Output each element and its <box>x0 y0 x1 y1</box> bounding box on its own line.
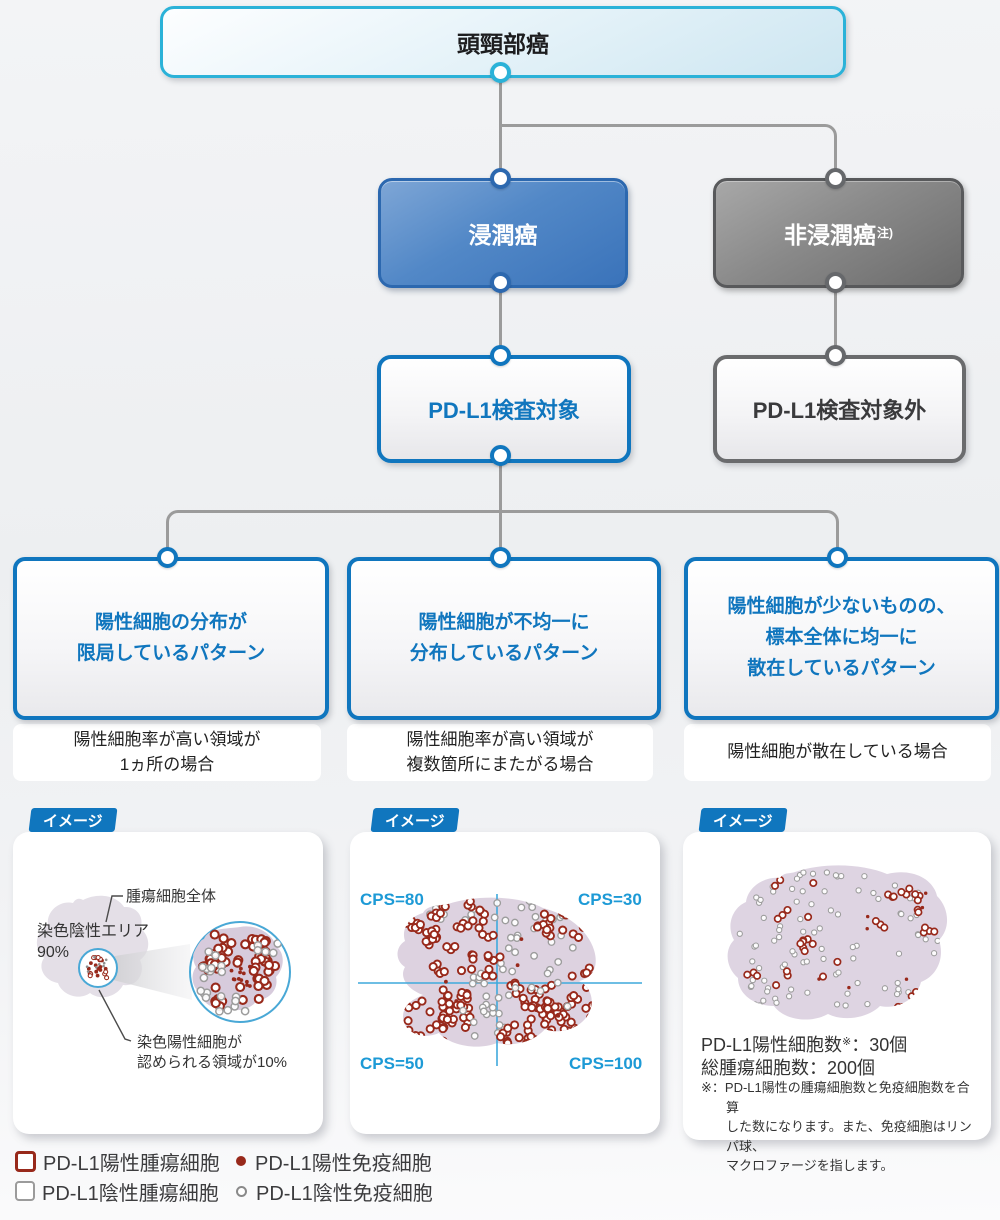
connector-elbow <box>500 124 837 181</box>
caption-line: 複数箇所にまたがる場合 <box>406 754 594 774</box>
pattern-box-localized: 陽性細胞の分布が 限局しているパターン <box>13 557 329 720</box>
root-box-label: 頭頸部癌 <box>457 31 549 57</box>
caption-localized: 陽性細胞率が高い領域が 1ヵ所の場合 <box>13 724 321 781</box>
pattern-title-line: 陽性細胞の分布が <box>94 611 247 633</box>
negative-immune-cell-icon <box>236 1185 247 1197</box>
connector-node <box>824 271 846 293</box>
connector-node <box>489 167 511 189</box>
negative-area-label: 染色陰性エリア 90% <box>37 923 150 961</box>
legend-row: PD-L1陽性腫瘍細胞 PD-L1陽性免疫細胞 <box>15 1146 433 1176</box>
legend-item-positive-immune: PD-L1陽性免疫細胞 <box>233 1147 432 1176</box>
caption-line: 1ヵ所の場合 <box>119 754 215 774</box>
image-card-scattered: PD-L1陽性細胞数※：30個 総腫瘍細胞数：200個 ※：PD-L1陽性の腫瘍… <box>683 832 991 1173</box>
noninvasive-cancer-box: 非浸潤癌注) <box>713 178 964 288</box>
total-count-line: 総腫瘍細胞数：200個 <box>701 1058 876 1078</box>
caption-line: 陽性細胞率が高い領域が <box>406 729 594 749</box>
connector-node <box>826 546 848 568</box>
connector-elbow <box>500 510 839 560</box>
target-label: PD-L1検査対象 <box>428 398 580 423</box>
connector-line <box>498 282 502 355</box>
positive-tumor-cell-icon <box>15 1150 36 1172</box>
tumor-all-label: 腫瘍細胞全体 <box>126 888 217 905</box>
cps-bottom-left: CPS=50 <box>360 1054 424 1073</box>
positive-count-line: PD-L1陽性細胞数※：30個 <box>701 1035 908 1055</box>
cps-top-left: CPS=80 <box>360 890 424 909</box>
pattern-title-line: 限局しているパターン <box>76 642 266 664</box>
connector-node <box>824 344 846 366</box>
image-badge: イメージ <box>370 808 460 832</box>
image-card-heterogeneous: CPS=80 CPS=30 CPS=50 CPS=100 <box>350 832 660 1134</box>
connector-node <box>489 271 511 293</box>
legend-label: PD-L1陰性免疫細胞 <box>256 1182 433 1205</box>
legend-label: PD-L1陰性腫瘍細胞 <box>42 1182 219 1205</box>
pattern-title-line: 陽性細胞が不均一に <box>418 611 590 633</box>
pattern-title-line: 散在しているパターン <box>747 657 936 679</box>
connector-node <box>489 61 511 83</box>
pattern-title-line: 標本全体に均一に <box>765 627 918 649</box>
image-badge: イメージ <box>698 808 788 832</box>
legend-label: PD-L1陽性免疫細胞 <box>255 1152 432 1175</box>
connector-node <box>489 444 511 466</box>
connector-line <box>833 282 837 355</box>
magnifier-cone <box>113 944 192 1000</box>
connector-elbow <box>165 510 502 560</box>
connector-node <box>489 546 511 568</box>
image-badge: イメージ <box>28 808 118 832</box>
positive-area-label: 染色陽性細胞が 認められる領域が10% <box>137 1034 288 1071</box>
image-card-localized: 腫瘍細胞全体 染色陰性エリア 90% 染色陽性細胞が 認められる領域が10% <box>13 832 323 1134</box>
tissue-blob <box>727 865 948 1020</box>
connector-node <box>824 167 846 189</box>
pattern-box-heterogeneous: 陽性細胞が不均一に 分布しているパターン <box>347 557 661 720</box>
legend-item-negative-immune: PD-L1陰性免疫細胞 <box>233 1177 433 1206</box>
tissue-illustration-scattered <box>727 865 948 1020</box>
footnote: ※：PD-L1陽性の腫瘍細胞数と免疫細胞数を合算した数になります。また、免疫細胞… <box>701 1078 979 1176</box>
legend-item-positive-tumor: PD-L1陽性腫瘍細胞 <box>15 1147 233 1176</box>
negative-tumor-cell-icon <box>15 1181 35 1201</box>
legend-item-negative-tumor: PD-L1陰性腫瘍細胞 <box>15 1177 233 1206</box>
pdl1-test-nontarget-box: PD-L1検査対象外 <box>713 355 966 463</box>
invasive-label: 浸潤癌 <box>468 222 538 248</box>
positive-immune-cell-icon <box>236 1156 246 1166</box>
tissue-illustration-heterogeneous <box>358 894 642 1066</box>
legend-label: PD-L1陽性腫瘍細胞 <box>43 1152 220 1175</box>
leader-line-positive-area <box>98 989 132 1042</box>
noninvasive-label: 非浸潤癌注) <box>784 222 893 248</box>
connector-line <box>498 455 502 557</box>
cps-bottom-right: CPS=100 <box>569 1054 643 1073</box>
cps-top-right: CPS=30 <box>578 890 642 909</box>
pattern-box-scattered: 陽性細胞が少ないものの、 標本全体に均一に 散在しているパターン <box>684 557 999 720</box>
tissue-illustration-localized <box>36 895 291 1042</box>
noninvasive-note-mark: 注) <box>877 226 893 240</box>
leader-line-tumor-all <box>105 895 123 923</box>
legend: PD-L1陽性腫瘍細胞 PD-L1陽性免疫細胞 PD-L1陰性腫瘍細胞 PD-L… <box>15 1146 433 1206</box>
pattern-title-line: 分布しているパターン <box>409 642 599 664</box>
connector-node <box>489 344 511 366</box>
connector-node <box>156 546 178 568</box>
footnote-line: ※：PD-L1陽性の腫瘍細胞数と免疫細胞数を合算した数になります。また、免疫細胞… <box>701 1080 972 1173</box>
caption-scattered: 陽性細胞が散在している場合 <box>684 724 991 781</box>
reference-mark: ※ <box>842 1036 852 1048</box>
caption-line: 陽性細胞率が高い領域が <box>73 729 261 749</box>
pattern-title-line: 陽性細胞が少ないものの、 <box>727 596 956 618</box>
caption-line: 陽性細胞が散在している場合 <box>727 742 948 762</box>
nontarget-label: PD-L1検査対象外 <box>752 398 927 423</box>
caption-heterogeneous: 陽性細胞率が高い領域が 複数箇所にまたがる場合 <box>347 724 653 781</box>
legend-row: PD-L1陰性腫瘍細胞 PD-L1陰性免疫細胞 <box>15 1176 433 1206</box>
